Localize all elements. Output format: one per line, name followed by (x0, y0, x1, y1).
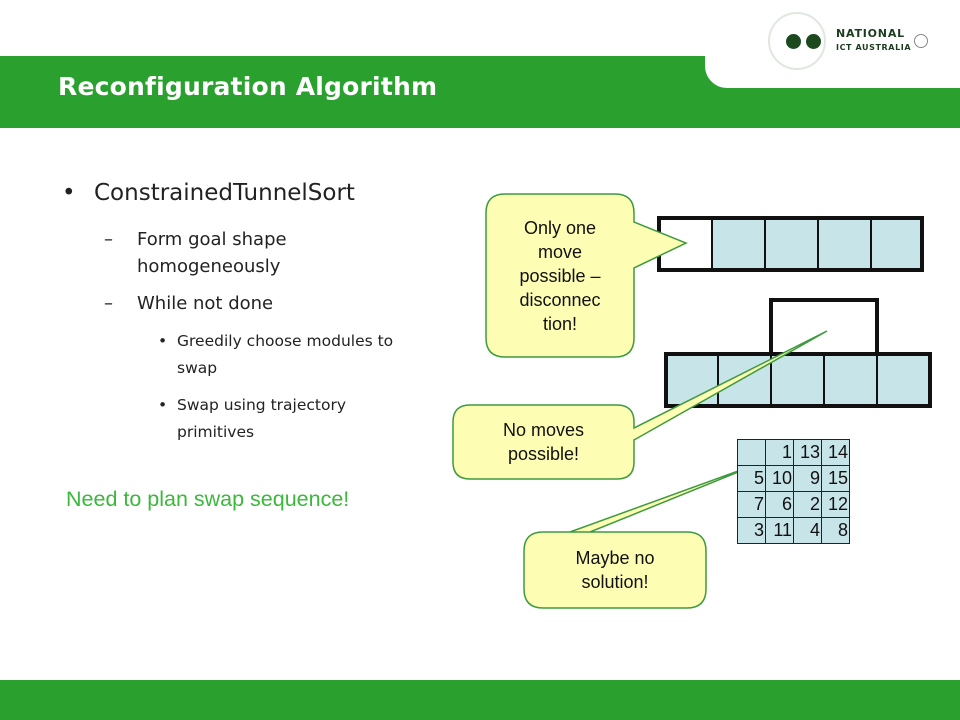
sub-bullet-while-not-done: While not done (137, 293, 274, 314)
logo-dot-icon (786, 34, 801, 49)
callout-line: No moves (502, 420, 585, 440)
sub-bullet-dash: – (104, 229, 113, 250)
sub-bullet-dash: – (104, 293, 113, 314)
callout-line: Maybe no (575, 548, 655, 568)
sub-sub-bullet-dot: • (158, 396, 168, 414)
sub-sub-bullet-dot: • (158, 332, 168, 350)
module-t-shape (664, 298, 932, 408)
title-bar-notch (705, 40, 960, 88)
puzzle-cell (737, 439, 766, 466)
module-row-top (657, 216, 924, 272)
callout-line: possible – (519, 265, 601, 286)
callout-line: disconnec (519, 289, 601, 310)
puzzle-row: 1 13 14 (737, 439, 850, 466)
logo-ring-icon (914, 34, 928, 48)
sub-sub-bullet-greedily-line1: Greedily choose modules to (177, 332, 394, 350)
callout-line: Only one (523, 217, 597, 238)
sub-sub-bullet-greedily-line2: swap (177, 359, 218, 377)
puzzle-cell: 9 (793, 465, 822, 492)
puzzle-cell: 14 (821, 439, 850, 466)
logo-text-ict-australia: ICT AUSTRALIA (836, 43, 912, 52)
logo-swoosh-icon (768, 12, 826, 70)
footer-bar (0, 680, 960, 720)
callout-line: possible! (507, 444, 580, 464)
puzzle-cell: 13 (793, 439, 822, 466)
puzzle-cell: 7 (737, 491, 766, 518)
callout-maybe-shape (523, 461, 764, 609)
puzzle-cell: 12 (821, 491, 850, 518)
note-plan-swap-sequence: Need to plan swap sequence! (66, 487, 350, 511)
sub-bullet-form-goal-line1: Form goal shape (137, 229, 287, 250)
puzzle-cell: 1 (765, 439, 794, 466)
puzzle-row: 5 10 9 15 (737, 465, 850, 492)
puzzle-row: 3 11 4 8 (737, 517, 850, 544)
puzzle-cell: 8 (821, 517, 850, 544)
callout-only-one-move-shape (485, 193, 688, 358)
logo-dot-icon (806, 34, 821, 49)
puzzle-grid: 1 13 14 5 10 9 15 7 6 2 12 3 11 4 8 (737, 439, 850, 544)
callout-line: move (537, 241, 582, 262)
puzzle-cell: 6 (765, 491, 794, 518)
puzzle-row: 7 6 2 12 (737, 491, 850, 518)
puzzle-cell: 3 (737, 517, 766, 544)
puzzle-cell: 10 (765, 465, 794, 492)
callout-no-moves-shape (452, 330, 828, 480)
sub-sub-bullet-swap-line1: Swap using trajectory (177, 396, 346, 414)
bullet-constrained-tunnel-sort: ConstrainedTunnelSort (94, 180, 355, 206)
puzzle-cell: 2 (793, 491, 822, 518)
puzzle-cell: 15 (821, 465, 850, 492)
callout-line: solution! (581, 572, 649, 592)
puzzle-cell: 11 (765, 517, 794, 544)
slide-title: Reconfiguration Algorithm (58, 72, 438, 101)
puzzle-cell: 5 (737, 465, 766, 492)
sub-sub-bullet-swap-line2: primitives (177, 423, 255, 441)
callout-maybe-no-solution: Maybe no solution! (524, 532, 706, 608)
sub-bullet-form-goal-line2: homogeneously (137, 256, 281, 277)
puzzle-cell: 4 (793, 517, 822, 544)
callout-no-moves: No moves possible! (453, 405, 634, 479)
logo-text-national: NATIONAL (836, 27, 905, 40)
bullet-dot: • (62, 180, 76, 206)
callout-line: tion! (542, 313, 578, 334)
callout-only-one-move: Only one move possible – disconnec tion! (486, 194, 634, 357)
